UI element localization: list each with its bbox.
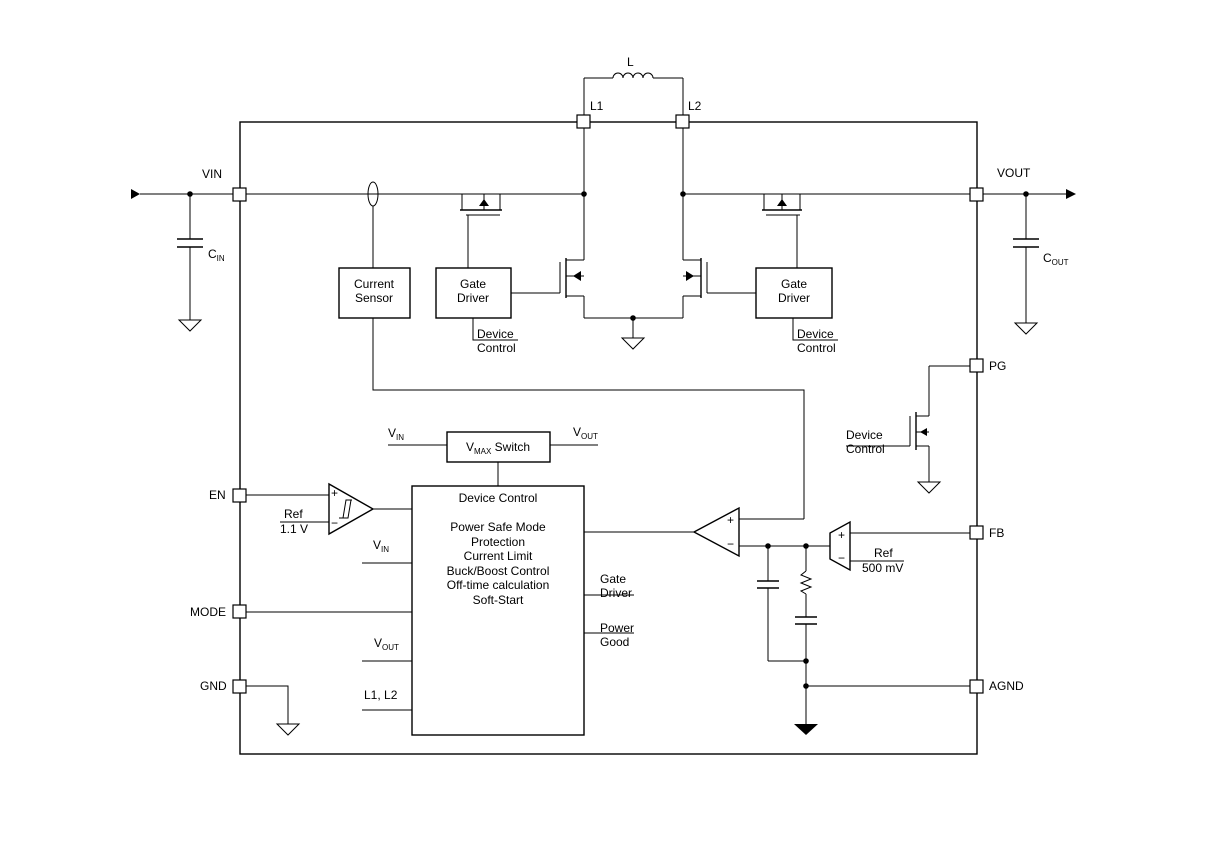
pin-pg-label: PG — [989, 359, 1006, 373]
vin-arrow-icon — [131, 189, 140, 199]
pin-l1-label: L1 — [590, 99, 604, 113]
cout-ground-icon — [1013, 322, 1039, 335]
svg-text:Buck/Boost Control: Buck/Boost Control — [447, 564, 550, 578]
pin-vout-label: VOUT — [997, 166, 1031, 180]
pin-vin-label: VIN — [202, 167, 222, 181]
svg-text:−: − — [331, 516, 338, 530]
vout-arrow-icon — [1066, 189, 1076, 199]
pin-l2 — [675, 114, 690, 129]
cin-ground-icon — [177, 319, 203, 332]
mosfet-q1-icon — [460, 194, 502, 268]
svg-text:+: + — [838, 528, 845, 542]
svg-text:Soft-Start: Soft-Start — [473, 593, 524, 607]
gate-driver-right-ctrl-label-2: Control — [797, 341, 836, 355]
dc-gate-driver-label-2: Driver — [600, 586, 632, 600]
dc-vin-label: VIN — [373, 538, 389, 554]
pin-pg — [969, 358, 984, 373]
error-amplifier-icon: + − — [829, 520, 851, 572]
pin-vout — [969, 187, 984, 202]
vmax-vout-label: VOUT — [573, 425, 598, 441]
inductor-icon — [583, 72, 684, 122]
gnd-wire — [240, 685, 289, 724]
vmax-switch-block: VMAX Switch — [446, 431, 551, 463]
gnd-ground-icon — [275, 723, 301, 736]
current-sense-feedback-wire — [372, 318, 805, 519]
mosfet-q2-icon — [511, 258, 585, 318]
pg-ground-icon — [916, 481, 942, 494]
pin-gnd — [232, 679, 247, 694]
error-comparator-icon: + − — [692, 506, 740, 558]
dc-gate-driver-label-1: Gate — [600, 572, 626, 586]
gate-driver-left-ctrl-label-1: Device — [477, 327, 514, 341]
fb-ref-label: Ref — [874, 546, 893, 560]
svg-text:Driver: Driver — [778, 291, 810, 305]
device-control-block: Device Control Power Safe Mode Protectio… — [411, 485, 585, 736]
mosfet-q3-icon — [682, 258, 756, 318]
gate-driver-right-ctrl-label-1: Device — [797, 327, 834, 341]
dc-vout-label: VOUT — [374, 636, 399, 652]
svg-text:+: + — [727, 513, 734, 527]
pin-agnd — [969, 679, 984, 694]
mosfet-q4-icon — [762, 194, 802, 268]
agnd-ground-icon — [794, 724, 818, 735]
gate-driver-right-block: Gate Driver — [755, 267, 833, 319]
pin-mode-label: MODE — [190, 605, 226, 619]
vmax-vin-label: VIN — [388, 426, 404, 442]
dc-l1l2-label: L1, L2 — [364, 688, 398, 702]
l2-node-dot — [680, 191, 686, 197]
pin-fb — [969, 525, 984, 540]
en-ref-value: 1.1 V — [280, 522, 308, 536]
pg-ctrl-label-1: Device — [846, 428, 883, 442]
gate-driver-left-block: Gate Driver — [435, 267, 512, 319]
pg-mosfet-icon — [846, 366, 930, 482]
svg-text:Current Limit: Current Limit — [464, 549, 533, 563]
svg-text:Off-time calculation: Off-time calculation — [447, 578, 550, 592]
cout-capacitor — [1013, 194, 1039, 323]
comp-capacitor-1 — [757, 546, 806, 662]
pin-vin — [232, 187, 247, 202]
ic-outline — [239, 121, 978, 755]
pin-en — [232, 488, 247, 503]
svg-text:Sensor: Sensor — [355, 291, 393, 305]
cin-label: CIN — [208, 247, 225, 263]
dc-power-good-label-2: Good — [600, 635, 629, 649]
svg-text:VMAX Switch: VMAX Switch — [466, 440, 530, 456]
pin-l2-label: L2 — [688, 99, 702, 113]
cin-capacitor — [177, 194, 203, 320]
en-ref-label: Ref — [284, 507, 303, 521]
current-sensor-block: Current Sensor — [338, 267, 411, 319]
svg-text:Power Safe Mode: Power Safe Mode — [450, 520, 546, 534]
pin-mode — [232, 604, 247, 619]
pin-gnd-label: GND — [200, 679, 227, 693]
dc-power-good-label-1: Power — [600, 621, 634, 635]
en-comparator-icon: + − — [328, 482, 375, 536]
lowside-ground-icon — [620, 337, 646, 350]
cout-label: COUT — [1043, 251, 1069, 267]
pin-en-label: EN — [209, 488, 226, 502]
comp-resistor-icon — [799, 546, 813, 617]
inductor-label: L — [627, 55, 634, 69]
comp-node-3 — [803, 658, 809, 664]
svg-text:Driver: Driver — [457, 291, 489, 305]
comp-capacitor-2 — [795, 616, 817, 724]
gate-driver-left-ctrl-wire — [472, 318, 518, 341]
pg-ctrl-label-2: Control — [846, 442, 885, 456]
svg-text:Gate: Gate — [460, 277, 486, 291]
l1-node-dot — [581, 191, 587, 197]
pin-l1 — [576, 114, 591, 129]
svg-text:−: − — [727, 537, 734, 551]
svg-text:Protection: Protection — [471, 535, 525, 549]
svg-text:−: − — [838, 551, 845, 565]
svg-text:Gate: Gate — [781, 277, 807, 291]
gate-driver-right-ctrl-wire — [792, 318, 838, 341]
svg-text:Device Control: Device Control — [459, 491, 538, 505]
fb-ref-value: 500 mV — [862, 561, 903, 575]
gate-driver-left-ctrl-label-2: Control — [477, 341, 516, 355]
svg-text:+: + — [331, 486, 338, 500]
pin-fb-label: FB — [989, 526, 1004, 540]
pin-agnd-label: AGND — [989, 679, 1024, 693]
svg-text:Current: Current — [354, 277, 395, 291]
